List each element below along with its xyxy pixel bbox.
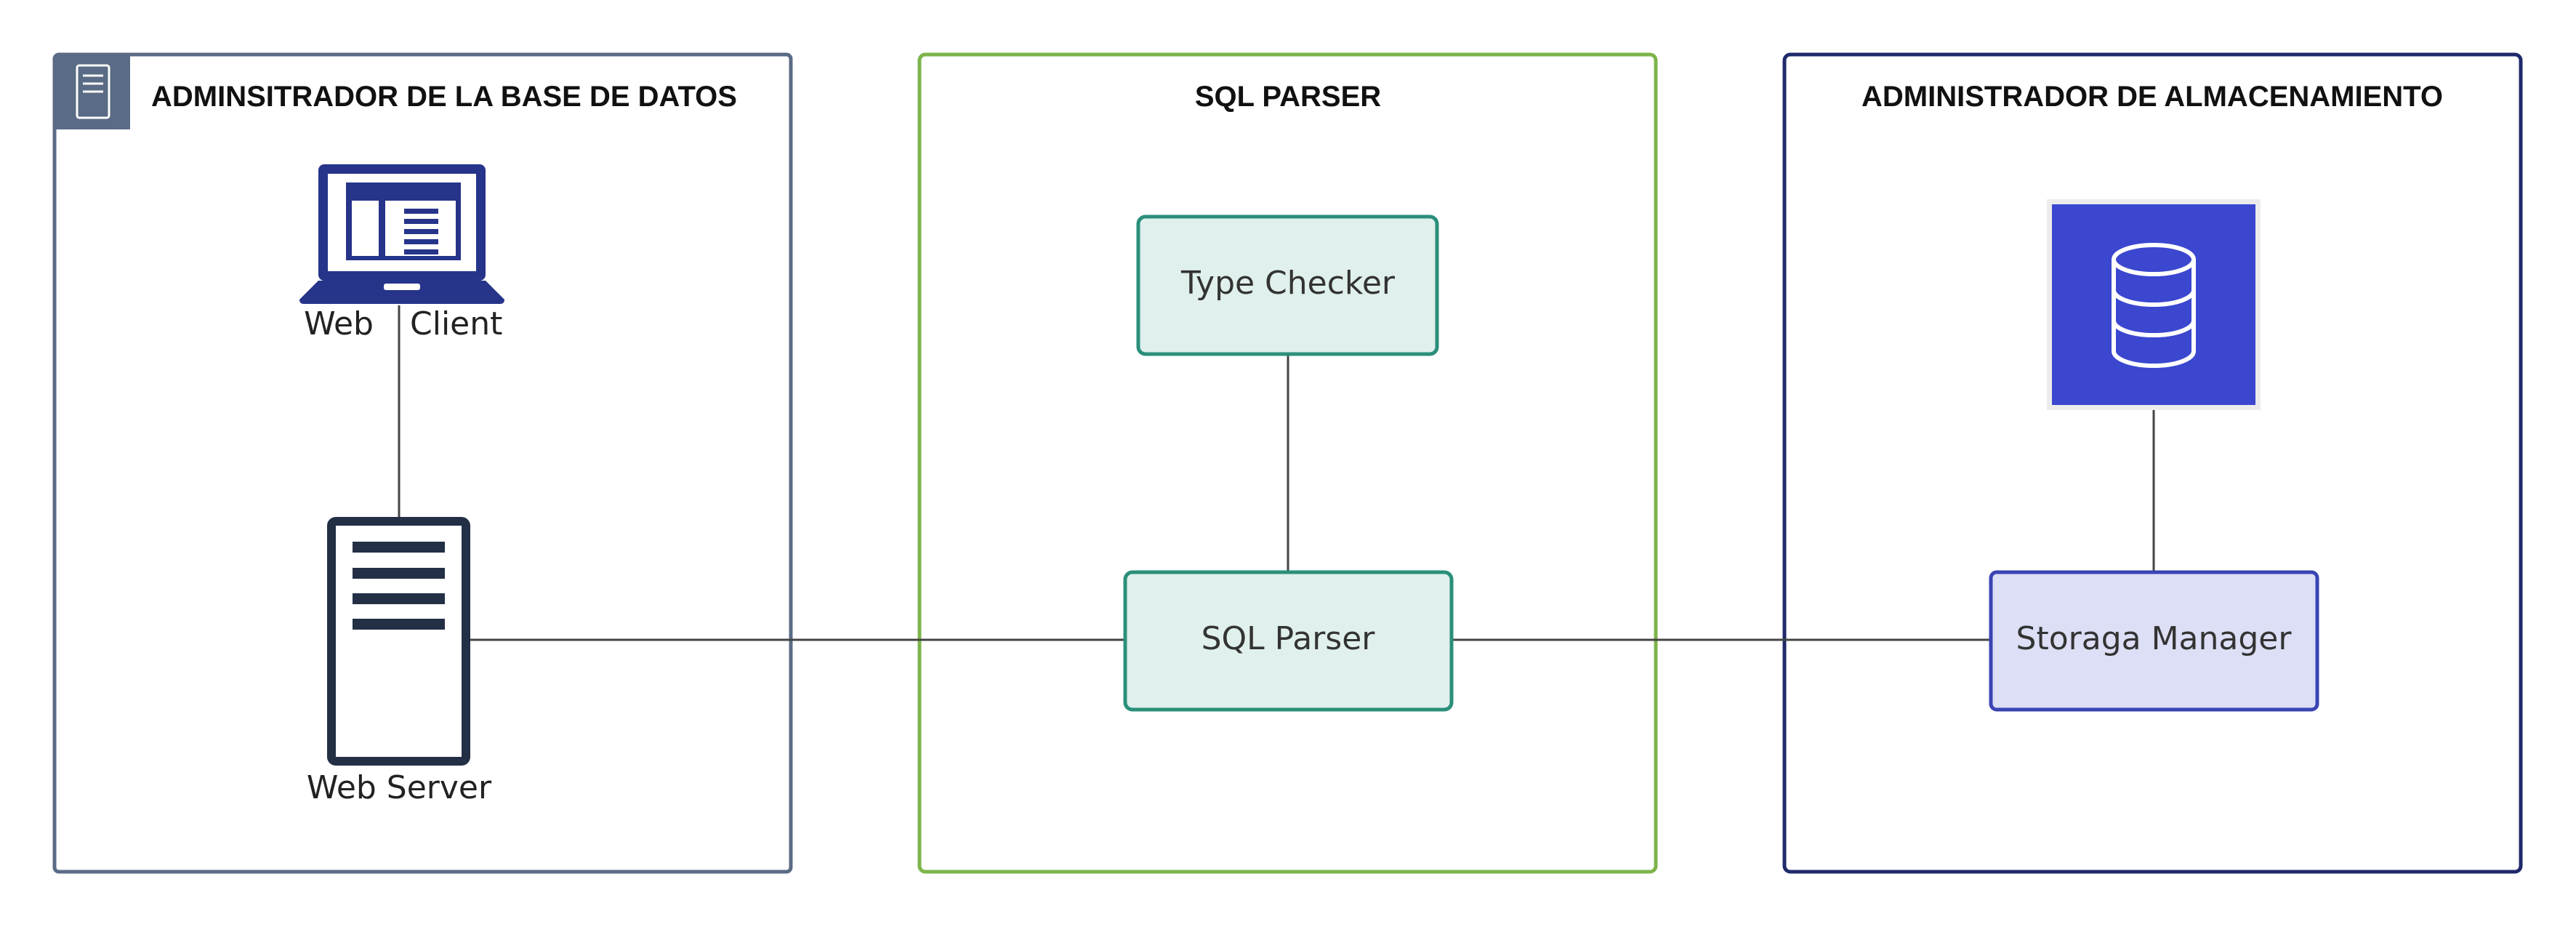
group-admin-db: ADMINSITRADOR DE LA BASE DE DATOS (52, 52, 793, 874)
type-checker-label: Type Checker (1180, 265, 1396, 302)
web-client-label-right: Client (410, 305, 502, 342)
node-type-checker[interactable]: Type Checker (1136, 214, 1439, 356)
group-admin-db-border (52, 52, 793, 874)
type-checker-box (1136, 214, 1439, 356)
storage-manager-label: Storaga Manager (2016, 620, 2293, 657)
storage-manager-box (1989, 570, 2319, 712)
sql-parser-box (1123, 570, 1454, 712)
node-database[interactable] (2047, 199, 2261, 410)
group-sql-parser-border (917, 52, 1658, 874)
group-sql-parser-title: SQL PARSER (1195, 81, 1381, 113)
group-sql-parser: SQL PARSER (917, 52, 1658, 874)
laptop-icon (299, 164, 504, 304)
node-web-server[interactable]: Web Server (307, 517, 492, 806)
web-server-label: Web Server (307, 769, 492, 806)
group-admin-db-title: ADMINSITRADOR DE LA BASE DE DATOS (151, 81, 737, 113)
node-storage-manager[interactable]: Storaga Manager (1989, 570, 2319, 712)
group-storage-admin: ADMINISTRADOR DE ALMACENAMIENTO (1782, 52, 2523, 874)
web-client-label-left: Web (304, 305, 374, 342)
database-icon (2112, 243, 2196, 368)
group-storage-admin-border (1782, 52, 2523, 874)
node-web-client[interactable]: Web Client (299, 164, 504, 342)
sql-parser-label: SQL Parser (1202, 620, 1376, 657)
group-storage-admin-title: ADMINISTRADOR DE ALMACENAMIENTO (1861, 81, 2443, 113)
node-sql-parser[interactable]: SQL Parser (1123, 570, 1454, 712)
server-icon (55, 55, 130, 129)
server-tower-icon (327, 517, 470, 766)
edges (398, 305, 2155, 641)
